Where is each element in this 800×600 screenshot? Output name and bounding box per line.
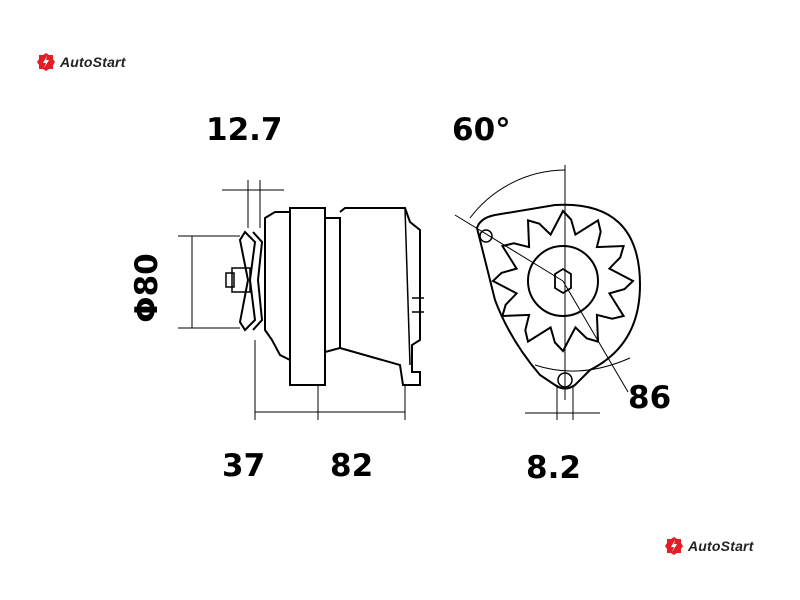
brand-logo-top: AutoStart xyxy=(36,52,126,72)
dim-angle: 60° xyxy=(452,112,511,148)
side-dimension-lines xyxy=(178,180,406,420)
dim-mount-hole: 8.2 xyxy=(526,450,581,486)
dim-pulley-diameter: Φ80 xyxy=(128,253,165,323)
logo-text: AutoStart xyxy=(60,54,126,70)
logo-text: AutoStart xyxy=(688,538,754,554)
side-view xyxy=(225,207,424,386)
front-dimension-lines xyxy=(454,165,631,420)
front-view xyxy=(475,203,642,390)
fan-outline xyxy=(491,209,635,353)
dim-radius: 86 xyxy=(628,380,672,416)
brand-logo-bottom: AutoStart xyxy=(664,536,754,556)
dim-pulley-width: 12.7 xyxy=(206,112,283,148)
dim-body-length: 82 xyxy=(330,448,374,484)
dim-front-length: 37 xyxy=(222,448,266,484)
logo-icon xyxy=(665,537,683,555)
logo-icon xyxy=(37,53,55,71)
